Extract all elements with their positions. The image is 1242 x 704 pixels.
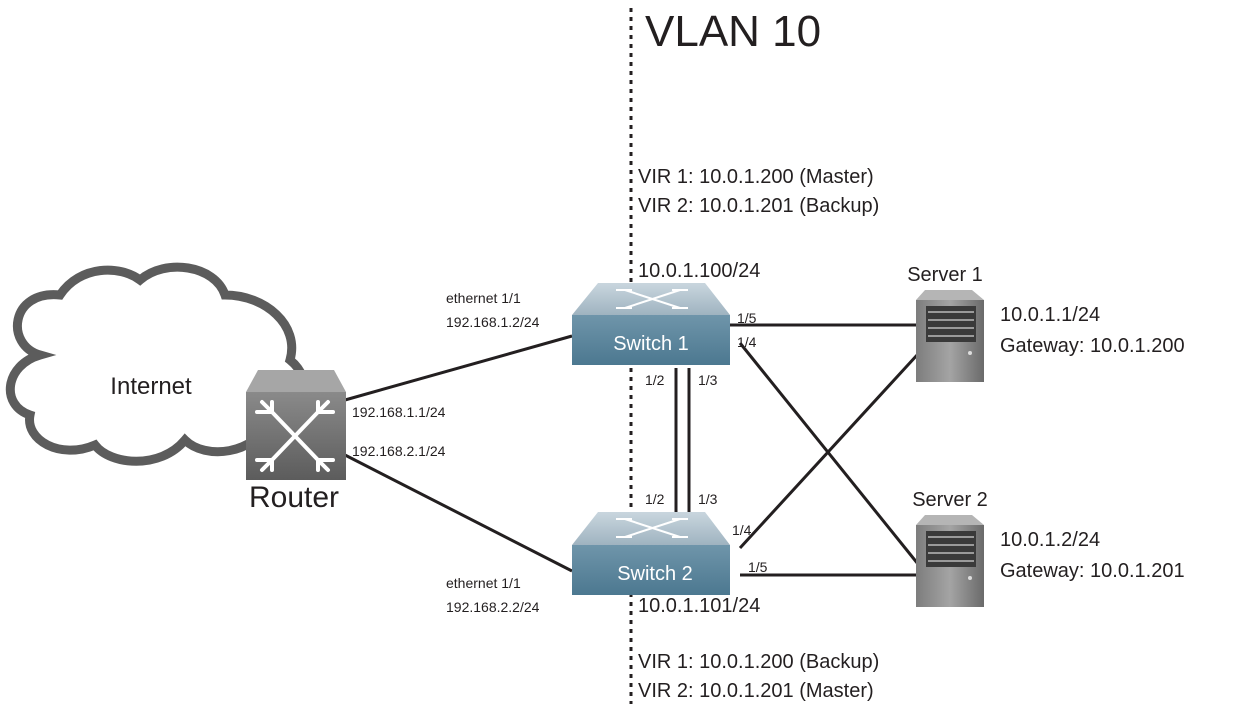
switch2-uplink-ip: 192.168.2.2/24	[446, 599, 540, 615]
internet-label: Internet	[110, 373, 192, 400]
link-switch1-server2	[738, 342, 920, 565]
switch2-port-1-5: 1/5	[748, 559, 768, 575]
server2-label: Server 2	[912, 489, 988, 511]
switch2-port-1-3: 1/3	[698, 491, 718, 507]
router-ip1: 192.168.1.1/24	[352, 404, 446, 420]
switch1-port-1-5: 1/5	[737, 310, 757, 326]
router-ip2: 192.168.2.1/24	[352, 443, 446, 459]
server-1: Server 1 10.0.1.1/24 Gateway: 10.0.1.200	[907, 264, 1185, 382]
switch2-label: Switch 2	[617, 563, 693, 585]
switch1-label: Switch 1	[613, 333, 689, 355]
server1-label: Server 1	[907, 264, 983, 286]
switch-arrows-icon	[616, 518, 688, 538]
switch1-vir2: VIR 2: 10.0.1.201 (Backup)	[638, 195, 879, 217]
switch1-port-1-4: 1/4	[737, 334, 757, 350]
link-router-switch2	[344, 453, 573, 573]
server1-gateway: Gateway: 10.0.1.200	[1000, 335, 1185, 357]
server1-ip: 10.0.1.1/24	[1000, 304, 1100, 326]
switch1-vir1: VIR 1: 10.0.1.200 (Master)	[638, 166, 874, 188]
server2-top	[916, 515, 984, 525]
switch-2: Switch 2 10.0.1.101/24 VIR 1: 10.0.1.200…	[446, 491, 879, 702]
links	[344, 323, 920, 577]
server2-ip: 10.0.1.2/24	[1000, 529, 1100, 551]
router-top	[246, 370, 346, 392]
link-switch2-server1	[738, 352, 920, 550]
router-label: Router	[249, 481, 339, 514]
switch1-front	[572, 315, 730, 365]
router: Router 192.168.1.1/24 192.168.2.1/24	[246, 370, 446, 514]
server-icon	[926, 531, 976, 580]
switch2-front	[572, 545, 730, 595]
switch2-uplink-if: ethernet 1/1	[446, 575, 521, 591]
link-router-switch1	[344, 334, 573, 402]
server-2: Server 2 10.0.1.2/24 Gateway: 10.0.1.201	[912, 489, 1185, 607]
switch1-port-1-3: 1/3	[698, 372, 718, 388]
switch2-vir1: VIR 1: 10.0.1.200 (Backup)	[638, 651, 879, 673]
server2-gateway: Gateway: 10.0.1.201	[1000, 560, 1185, 582]
vlan-title: VLAN 10	[645, 7, 821, 56]
switch1-uplink-ip: 192.168.1.2/24	[446, 314, 540, 330]
router-icon	[255, 400, 335, 472]
switch2-vir2: VIR 2: 10.0.1.201 (Master)	[638, 680, 874, 702]
switch1-address: 10.0.1.100/24	[638, 260, 760, 282]
switch-arrows-icon	[616, 289, 688, 309]
switch-1: Switch 1 10.0.1.100/24 VIR 1: 10.0.1.200…	[446, 166, 879, 388]
switch2-port-1-2: 1/2	[645, 491, 665, 507]
server-icon	[926, 306, 976, 355]
server1-top	[916, 290, 984, 300]
switch2-port-1-4: 1/4	[732, 522, 752, 538]
switch1-port-1-2: 1/2	[645, 372, 665, 388]
switch1-uplink-if: ethernet 1/1	[446, 290, 521, 306]
internet-cloud: Internet	[5, 262, 310, 466]
switch2-address: 10.0.1.101/24	[638, 595, 760, 617]
